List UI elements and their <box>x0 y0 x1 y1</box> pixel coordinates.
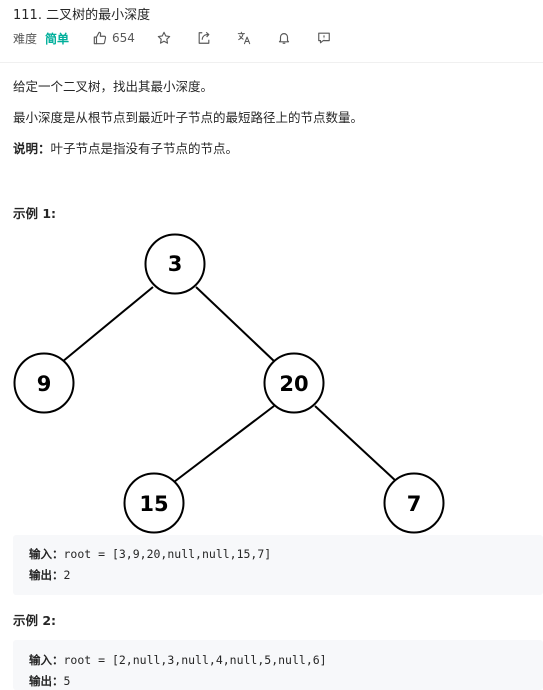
example-1-title: 示例 1: <box>13 206 57 221</box>
header-divider <box>0 62 543 63</box>
description-line-2: 最小深度是从根节点到最近叶子节点的最短路径上的节点数量。 <box>13 110 364 125</box>
tree-edge <box>61 286 154 363</box>
tree-node: 15 <box>123 472 185 534</box>
tree-edge <box>195 286 276 363</box>
notify-button[interactable] <box>277 31 291 45</box>
tree-node-label: 3 <box>168 252 183 276</box>
tree-node-label: 9 <box>37 372 52 396</box>
input-value: root = [2,null,3,null,4,null,5,null,6] <box>63 653 327 667</box>
translate-icon <box>237 31 251 45</box>
problem-meta-bar: 难度 简单 654 <box>13 29 357 47</box>
tree-node-label: 20 <box>279 372 308 396</box>
output-value: 5 <box>63 674 71 688</box>
share-icon <box>198 31 210 44</box>
input-value: root = [3,9,20,null,null,15,7] <box>63 547 272 561</box>
note-label: 说明： <box>13 141 51 156</box>
example-2-output: 输出：5 <box>29 671 543 690</box>
example-1-code-block: 输入：root = [3,9,20,null,null,15,7] 输出：2 <box>13 535 543 595</box>
tree-node-label: 7 <box>407 492 422 516</box>
tree-edge <box>314 405 398 483</box>
output-label: 输出： <box>29 674 64 688</box>
star-icon <box>157 31 171 44</box>
comment-icon <box>318 32 330 44</box>
example-1-input: 输入：root = [3,9,20,null,null,15,7] <box>29 544 543 565</box>
thumbs-up-icon <box>93 31 107 45</box>
example-1-tree-diagram: 3 9 20 15 7 <box>13 233 445 534</box>
tree-node: 7 <box>383 472 445 534</box>
description-note: 说明：叶子节点是指没有子节点的节点。 <box>13 138 238 157</box>
feedback-button[interactable] <box>317 31 331 45</box>
like-count: 654 <box>112 31 135 45</box>
description-line-1: 给定一个二叉树，找出其最小深度。 <box>13 79 214 94</box>
bell-icon <box>278 33 290 44</box>
difficulty-badge: 简单 <box>45 31 70 46</box>
share-button[interactable] <box>197 31 211 45</box>
input-label: 输入： <box>29 547 64 561</box>
like-button[interactable]: 654 <box>93 31 135 45</box>
tree-node: 20 <box>263 352 325 414</box>
output-value: 2 <box>63 568 71 582</box>
favorite-button[interactable] <box>157 31 171 45</box>
tree-node-label: 15 <box>139 492 168 516</box>
example-2-code-block: 输入：root = [2,null,3,null,4,null,5,null,6… <box>13 640 543 690</box>
tree-edge <box>173 405 275 483</box>
note-text: 叶子节点是指没有子节点的节点。 <box>50 141 239 156</box>
problem-title: 111. 二叉树的最小深度 <box>13 8 151 23</box>
translate-button[interactable] <box>237 31 251 45</box>
example-2-title: 示例 2: <box>13 613 57 628</box>
tree-node: 9 <box>13 352 75 414</box>
tree-node: 3 <box>144 233 206 295</box>
difficulty-label: 难度 <box>13 31 38 46</box>
input-label: 输入： <box>29 653 64 667</box>
output-label: 输出： <box>29 568 64 582</box>
example-1-output: 输出：2 <box>29 565 543 586</box>
example-2-input: 输入：root = [2,null,3,null,4,null,5,null,6… <box>29 650 543 671</box>
